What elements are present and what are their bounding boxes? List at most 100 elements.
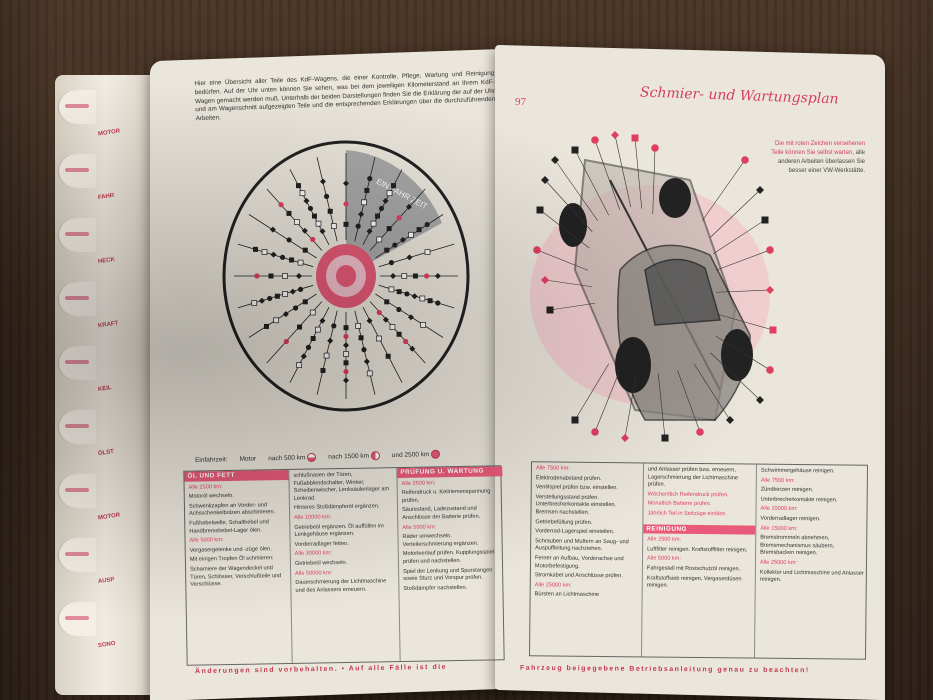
car-windows bbox=[644, 258, 721, 326]
legend-entry: Motorleerlauf prüfen. Kupplungsspiel prü… bbox=[402, 549, 494, 565]
legend-entry: Schwenkzapfen an Vorder- und Achsschenke… bbox=[188, 502, 276, 518]
maintenance-marker bbox=[546, 306, 554, 314]
clock-symbol bbox=[355, 323, 362, 329]
maintenance-marker bbox=[541, 276, 549, 284]
clock-symbol bbox=[297, 324, 303, 330]
clock-symbol bbox=[366, 228, 373, 235]
maintenance-marker bbox=[551, 156, 559, 164]
marker-leader-line bbox=[614, 134, 632, 208]
phase-1500-icon bbox=[370, 451, 380, 461]
clock-symbol bbox=[296, 362, 302, 368]
legend-entry: Mit einigen Tropfen Öl schmieren: bbox=[189, 555, 274, 564]
clock-center-dot bbox=[336, 265, 356, 287]
clock-symbol bbox=[361, 347, 367, 353]
clock-symbol bbox=[286, 210, 292, 216]
legend-entry: Unterbrecherkontakte reinigen. bbox=[760, 496, 838, 504]
marker-leader-line bbox=[717, 313, 774, 331]
clock-symbol bbox=[364, 187, 370, 193]
index-tab bbox=[58, 474, 96, 508]
clock-symbol bbox=[343, 377, 349, 384]
clock-symbol bbox=[408, 231, 414, 238]
legend-entry: Ferner an Aufbau, Vorderachse und Motorb… bbox=[534, 555, 624, 570]
marker-leader-line bbox=[549, 302, 596, 311]
legend-entry: Vorderradlager fetten. bbox=[294, 540, 349, 548]
index-tab-stripe bbox=[65, 104, 89, 108]
legend-entry: Alle 30000 km: bbox=[294, 550, 332, 558]
phase-2500-icon bbox=[431, 449, 441, 459]
legend-entry: schlußnasen der Türen, Fußabblendschalte… bbox=[293, 471, 390, 502]
clock-symbol bbox=[273, 317, 280, 324]
index-tab-stripe bbox=[65, 552, 89, 556]
clock-symbol bbox=[358, 211, 365, 218]
legend-entry: Alle 10000 km: bbox=[294, 514, 332, 521]
clock-symbol bbox=[388, 286, 395, 293]
clock-symbol bbox=[424, 249, 431, 255]
marker-leader-line bbox=[624, 373, 637, 439]
legend-entry: Monatlich Batterie prüfen. bbox=[647, 500, 712, 508]
marker-leader-line bbox=[702, 159, 746, 221]
clock-symbol bbox=[279, 254, 286, 260]
clock-symbol bbox=[366, 317, 373, 324]
marker-leader-line bbox=[554, 159, 598, 221]
clock-symbol bbox=[385, 353, 391, 359]
marker-leader-line bbox=[574, 363, 610, 421]
legend-entry: Stoßdämpfer nachstellen. bbox=[403, 584, 468, 592]
clock-symbol bbox=[295, 183, 301, 189]
clock-symbol bbox=[376, 236, 383, 243]
phase-2500: und 2500 km bbox=[391, 451, 430, 460]
clock-symbol bbox=[330, 223, 337, 229]
clock-symbol bbox=[343, 351, 349, 357]
legend-entry: Getriebefüllung prüfen. bbox=[535, 518, 593, 526]
clock-symbol bbox=[343, 342, 349, 349]
clock-symbol bbox=[403, 338, 409, 345]
legend-entry: und Anlasser prüfen bzw. erneuern, Lager… bbox=[647, 466, 739, 488]
legend-entry: Luftfilter reinigen. Kraftstofffilter re… bbox=[647, 546, 748, 554]
legend-entry: Alle 5000 km: bbox=[646, 555, 681, 563]
index-tab bbox=[58, 282, 96, 316]
index-tab-stripe bbox=[65, 616, 89, 620]
clock-symbol bbox=[412, 273, 418, 279]
clock-symbol bbox=[406, 254, 413, 261]
legend-entry: Alle 50000 km: bbox=[295, 569, 333, 577]
clock-symbol bbox=[302, 247, 308, 253]
maintenance-marker bbox=[741, 156, 749, 164]
maintenance-markers bbox=[533, 131, 777, 442]
left-legend-table: ÖL UND FETT Alle 2500 km:Motoröl wechsel… bbox=[183, 465, 505, 666]
index-tab-stripe bbox=[65, 360, 89, 364]
clock-symbol bbox=[376, 335, 382, 342]
inspection-items: Alle 2500 km:Reifendruck u. Keilriemensp… bbox=[402, 479, 501, 593]
clock-symbol bbox=[343, 325, 349, 331]
clock-symbol bbox=[407, 314, 414, 321]
clock-symbol bbox=[382, 197, 389, 204]
run-in-label: Einfahrzeit: bbox=[194, 456, 228, 464]
clock-symbol bbox=[396, 289, 402, 295]
index-tab-stripe bbox=[65, 488, 89, 492]
marker-leader-line bbox=[544, 279, 593, 288]
index-tab-stripe bbox=[65, 232, 89, 236]
clock-symbol bbox=[319, 317, 326, 324]
legend-entry: Alle 2500 km: bbox=[188, 483, 223, 491]
run-in-motor: Motor bbox=[239, 455, 257, 463]
legend-entry: Räder umwechseln. Verteilerschmierung er… bbox=[402, 533, 479, 548]
legend-entry: Alle 2500 km: bbox=[647, 536, 682, 543]
clock-symbol bbox=[299, 190, 306, 197]
clock-symbol bbox=[390, 273, 397, 279]
clock-symbol bbox=[270, 251, 277, 258]
maintenance-marker bbox=[651, 144, 659, 152]
clock-symbol bbox=[261, 249, 268, 255]
clock-symbol bbox=[343, 333, 349, 340]
legend-entry: Säurestand, Ladezustand und Anschlüsse d… bbox=[401, 506, 481, 521]
wheel-rear-right bbox=[721, 329, 753, 381]
marker-leader-line bbox=[677, 370, 701, 433]
index-tab-stripe bbox=[65, 424, 89, 428]
clock-symbol bbox=[327, 337, 334, 344]
legend-entry: Alle 25000 km: bbox=[534, 582, 572, 589]
clock-symbol bbox=[289, 257, 295, 263]
clock-symbol bbox=[370, 220, 377, 227]
legend-entry: Vorderradlager reinigen. bbox=[760, 515, 821, 523]
clock-symbol bbox=[343, 180, 349, 187]
legend-entry: Fahrgestell mit Rostschutzöl reinigen. bbox=[646, 565, 741, 573]
marker-leader-line bbox=[710, 352, 761, 401]
maintenance-marker bbox=[766, 246, 774, 254]
clock-symbol bbox=[411, 293, 418, 300]
